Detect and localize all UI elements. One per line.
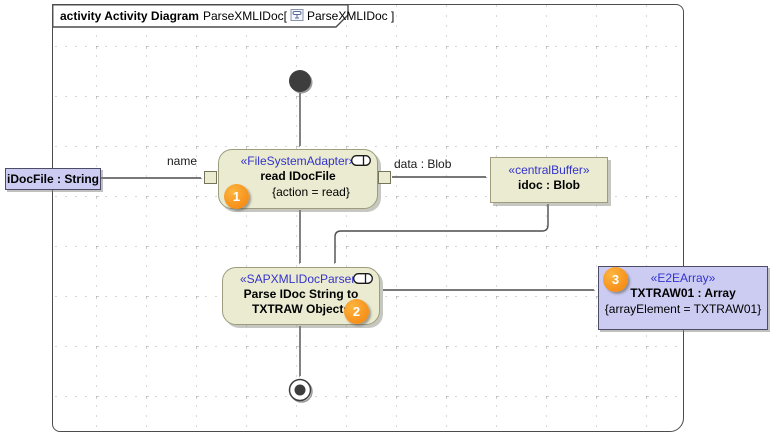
object-node-idocfile[interactable]: iDocFile : String (5, 168, 101, 190)
stereotype-label: «E2EArray» (650, 271, 716, 285)
input-pin-name[interactable] (204, 171, 217, 184)
action-name-line1: Parse IDoc String to (243, 287, 359, 301)
marker-badge-2[interactable]: 2 (344, 299, 369, 324)
frame-diagram-name: ParseXMLIDoc[ (202, 9, 287, 23)
adapter-toggle-icon (351, 155, 371, 166)
stereotype-label: «FileSystemAdapter» (240, 154, 356, 168)
action-name: read IDocFile (260, 169, 336, 183)
activity-diagram-icon (290, 9, 304, 21)
marker-badge-3[interactable]: 3 (603, 267, 628, 292)
output-pin-data[interactable] (378, 171, 391, 184)
stereotype-label: «centralBuffer» (508, 163, 590, 177)
stereotype-label: «SAPXMLIDocParser» (239, 272, 363, 286)
edge-label-name: name (167, 154, 198, 168)
object-node-label: iDocFile : String (6, 172, 99, 186)
frame-keyword: activity Activity Diagram (60, 9, 199, 23)
buffer-name: idoc : Blob (518, 178, 580, 192)
array-constraint: {arrayElement = TXTRAW01} (604, 302, 762, 316)
marker-badge-1[interactable]: 1 (224, 184, 249, 209)
action-name-line2: TXTRAW Objects (251, 302, 350, 316)
action-constraint: {action = read} (272, 185, 350, 199)
central-buffer-node[interactable]: «centralBuffer» idoc : Blob (490, 157, 608, 203)
array-name: TXTRAW01 : Array (630, 286, 736, 300)
adapter-toggle-icon (353, 273, 373, 284)
edge-label-data-blob: data : Blob (394, 157, 452, 171)
frame-header-tab (52, 4, 349, 28)
diagram-frame (52, 4, 684, 432)
frame-diagram-ref: ParseXMLIDoc ] (306, 9, 395, 23)
grid-background (53, 5, 683, 431)
